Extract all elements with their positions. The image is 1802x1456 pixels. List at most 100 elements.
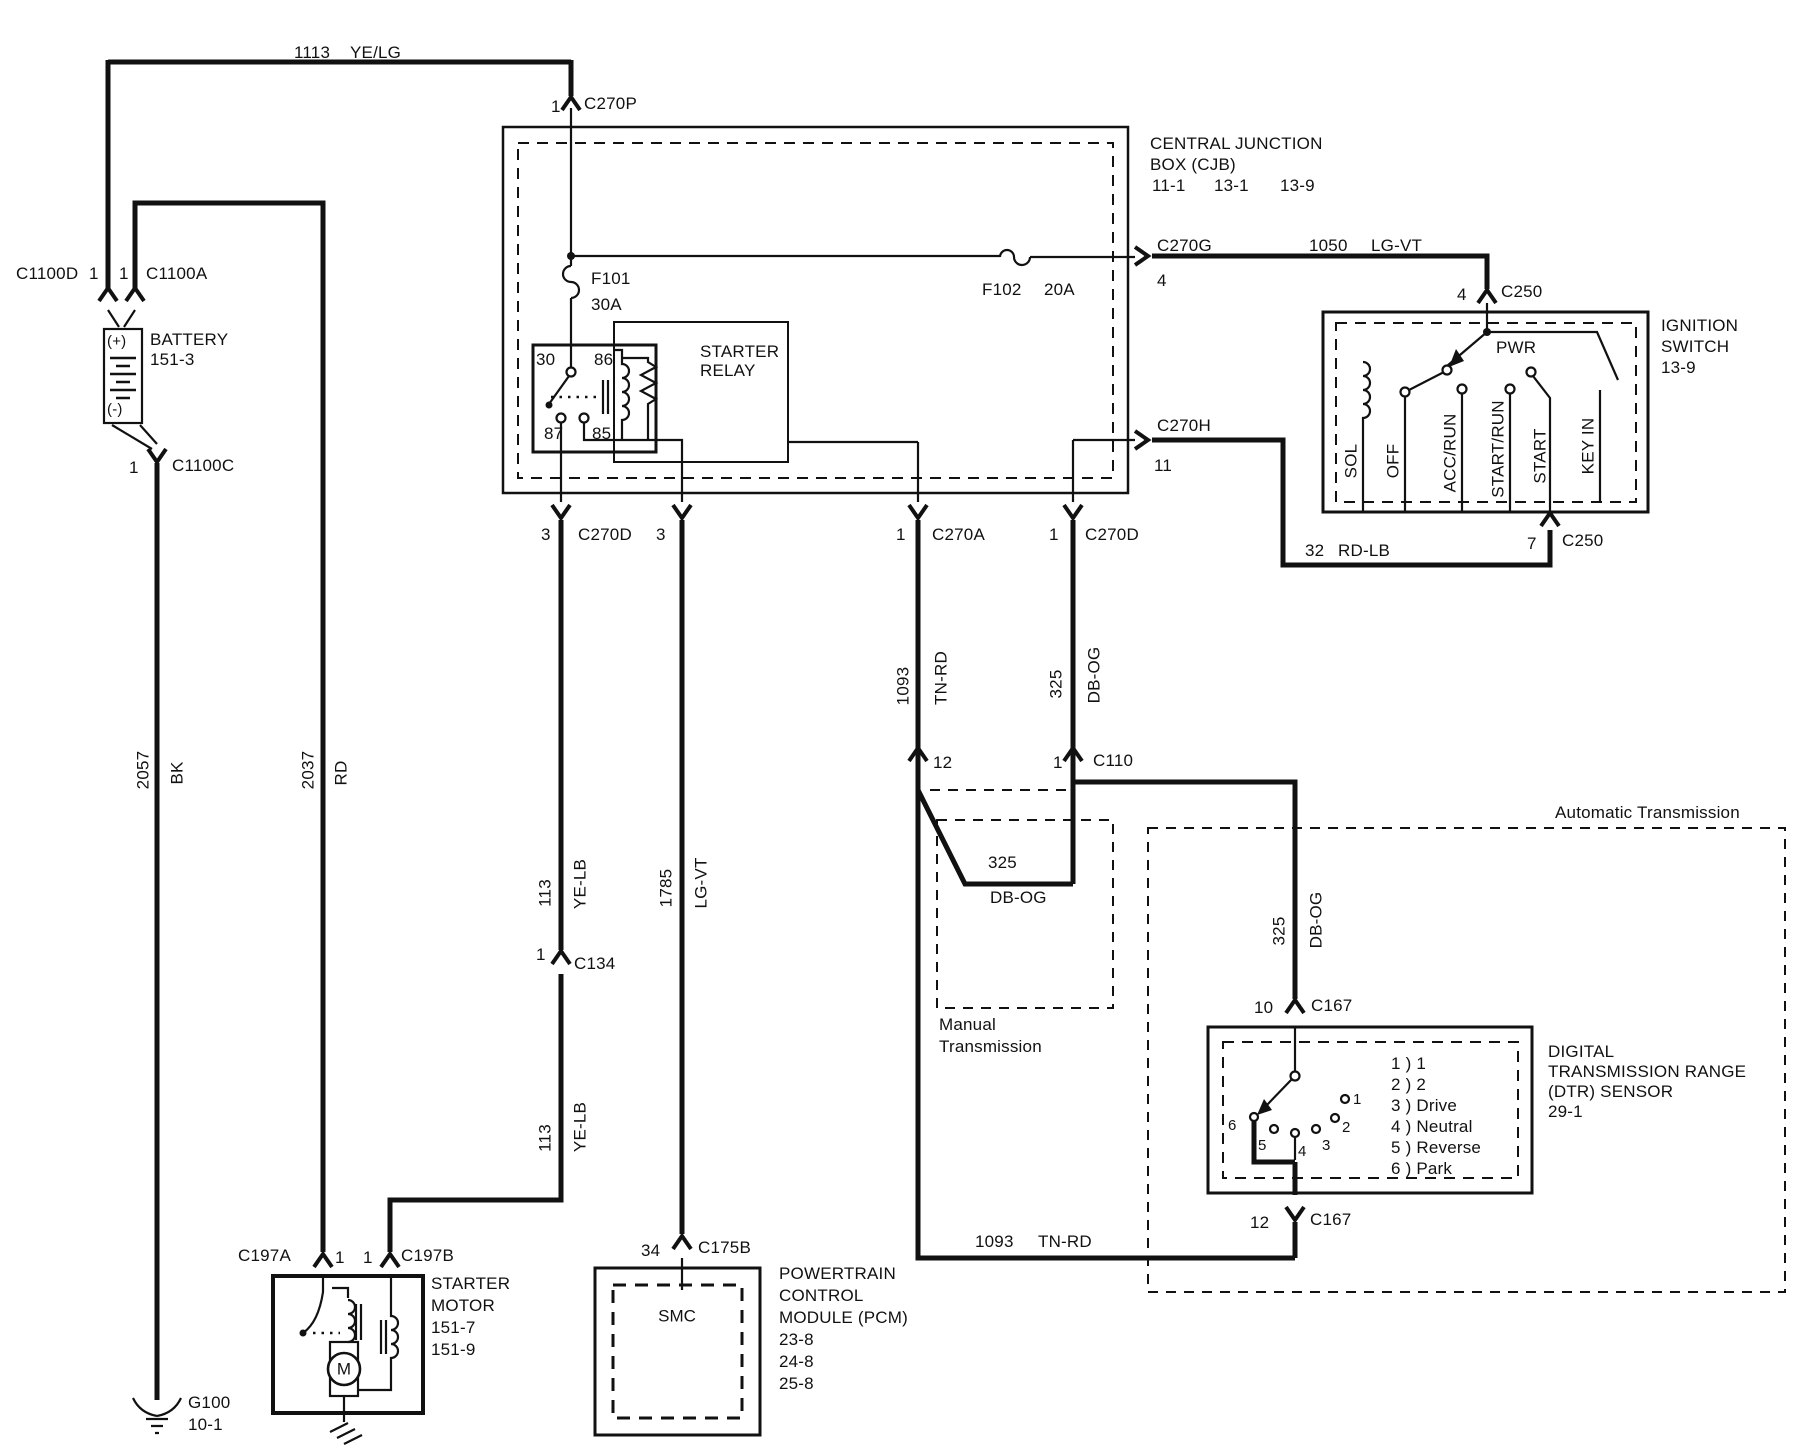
ignition-pos-off: OFF <box>1383 443 1403 479</box>
dtr-contact-3 <box>1310 1123 1322 1135</box>
c250-top-name: C250 <box>1501 282 1543 301</box>
motor-circle <box>326 1351 362 1387</box>
relay-pin85-terminal <box>578 412 590 424</box>
fuse-f101-name: F101 <box>591 269 631 288</box>
dtr-ref: 29-1 <box>1548 1102 1583 1121</box>
cjb-exit-b-arrow <box>671 503 693 522</box>
ign-start-terminal <box>1525 366 1537 378</box>
motor-coil2-bars <box>379 1320 388 1354</box>
ign-sol-coil <box>1361 360 1372 512</box>
c1100d-arrow <box>97 284 119 303</box>
dtr-contact-3-label: 3 <box>1322 1137 1331 1154</box>
dtr-contact-5 <box>1268 1123 1280 1135</box>
ign-keyin-arm <box>1487 330 1620 381</box>
pcm-ref-2: 24-8 <box>779 1352 814 1371</box>
c110-pin1: 1 <box>1053 753 1063 772</box>
c110-pin12-arrow <box>907 744 929 763</box>
relay-label-line1: STARTER <box>700 342 780 361</box>
wire-1093-bottom-color: TN-RD <box>1038 1232 1092 1251</box>
wire-325-vert-number: 325 <box>1046 669 1066 699</box>
ign-junction-dot <box>1483 328 1491 336</box>
cjb-bus <box>571 254 1135 259</box>
wire-1093-vert-color: TN-RD <box>931 651 951 705</box>
ignition-switch-box <box>1321 310 1650 514</box>
dtr-legend-4: 4 ) Neutral <box>1391 1117 1473 1136</box>
wire-113-lower-number: 113 <box>535 1124 555 1152</box>
battery-name: BATTERY <box>150 330 229 349</box>
dtr-contact-1-label: 1 <box>1353 1091 1362 1108</box>
ignition-pos-sol: SOL <box>1341 443 1361 479</box>
wire-dtr-park <box>1251 1119 1298 1258</box>
wire-32-number: 32 <box>1305 541 1325 560</box>
c167-pin10-arrow <box>1284 996 1306 1015</box>
pcm-smc-label: SMC <box>658 1306 696 1326</box>
ground-g100-icon <box>132 1397 182 1435</box>
pcm-title-line2: CONTROL <box>779 1286 864 1305</box>
wire-325-vert-color: DB-OG <box>1084 646 1104 704</box>
dtr-box <box>1206 1025 1534 1195</box>
battery-bottom-links <box>111 424 158 450</box>
ignition-switch-dashed-box <box>1335 322 1637 503</box>
wire-32-color: RD-LB <box>1338 541 1391 560</box>
dtr-legend-6: 6 ) Park <box>1391 1159 1453 1178</box>
c167-bottom-pin: 12 <box>1250 1213 1270 1232</box>
ign-wiper <box>1408 331 1488 391</box>
c197b-arrow <box>379 1250 401 1269</box>
c197a-pin: 1 <box>335 1248 345 1267</box>
ign-start-line <box>1532 375 1552 512</box>
pcm-dashed-box <box>611 1283 744 1420</box>
dtr-legend-3: 3 ) Drive <box>1391 1096 1458 1115</box>
auto-trans-label: Automatic Transmission <box>1555 803 1740 822</box>
cjb-c270h-feed <box>1071 438 1135 502</box>
cjb-box <box>501 125 1130 495</box>
cjb-exit-d-name: C270D <box>1085 525 1139 544</box>
relay-pin30-terminal <box>565 366 577 378</box>
dtr-contact-6-label: 6 <box>1228 1117 1237 1134</box>
c270h-arrow <box>1133 429 1152 451</box>
cjb-exit-c-arrow <box>907 503 929 522</box>
c197b-name: C197B <box>401 1246 454 1265</box>
ignition-pwr-label: PWR <box>1496 338 1537 357</box>
c1100c-name: C1100C <box>172 456 235 475</box>
cjb-exit-a-pin: 3 <box>541 525 551 544</box>
c1100c-arrow <box>146 447 168 466</box>
fuse-f101-rating: 30A <box>591 295 622 314</box>
c1100d-name: C1100D <box>16 264 79 283</box>
ign-off-terminal <box>1399 386 1411 398</box>
c1100a-arrow <box>124 284 146 303</box>
c134-name: C134 <box>574 954 616 973</box>
motor-m-label: M <box>336 1359 352 1379</box>
c167-pin12-arrow <box>1284 1205 1306 1224</box>
battery-plates <box>110 356 136 400</box>
c197b-pin: 1 <box>363 1248 373 1267</box>
cjb-dashed-box <box>517 142 1114 479</box>
c175b-name: C175B <box>698 1238 751 1257</box>
starter-motor-ref-2: 151-9 <box>431 1340 476 1359</box>
motor-coil1-bars <box>354 1304 363 1340</box>
battery-plus-label: (+) <box>107 333 127 350</box>
ignition-pos-start: START <box>1530 428 1550 484</box>
relay-coil <box>614 348 631 440</box>
wire-1093-bottom-number: 1093 <box>975 1232 1014 1251</box>
dtr-contact-5-label: 5 <box>1258 1137 1267 1154</box>
c1100d-pin: 1 <box>89 264 99 283</box>
c250-top-pin: 4 <box>1457 285 1467 304</box>
relay-resistor <box>622 356 659 440</box>
cjb-ref-2: 13-1 <box>1214 176 1249 195</box>
relay-pin87-label: 87 <box>544 424 564 443</box>
ground-g100-ref: 10-1 <box>188 1415 223 1434</box>
starter-relay-outer-box <box>613 321 789 463</box>
fuse-f102-name: F102 <box>982 280 1022 299</box>
relay-pin87-terminal <box>555 412 567 424</box>
c134-pin: 1 <box>536 945 546 964</box>
wire-1093-tnrd <box>915 520 1295 1261</box>
wire-325-auto-number: 325 <box>1269 916 1289 946</box>
dtr-title-line2: TRANSMISSION RANGE <box>1548 1062 1747 1081</box>
dtr-legend-1: 1 ) 1 <box>1391 1054 1427 1073</box>
manual-trans-dashed-box <box>936 819 1114 1009</box>
wire-2057-number: 2057 <box>133 750 153 790</box>
motor-arm <box>302 1278 325 1334</box>
c270h-name: C270H <box>1157 416 1211 435</box>
pcm-title-line3: MODULE (PCM) <box>779 1308 908 1327</box>
wire-325-branch-number: 325 <box>988 853 1017 872</box>
